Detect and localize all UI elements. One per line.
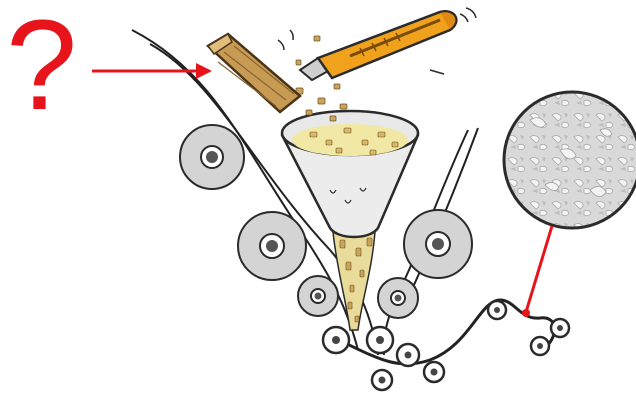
roller-icon <box>404 210 472 278</box>
roller-icon <box>397 344 419 366</box>
roller-icon <box>238 212 306 280</box>
utility-knife-icon <box>278 8 476 80</box>
roller-icon <box>180 125 244 189</box>
roller-icon <box>367 327 393 353</box>
roller-icon <box>323 327 349 353</box>
question-mark: ? <box>6 2 77 130</box>
connector-line <box>526 226 552 312</box>
magnifier-circle-icon <box>504 92 636 228</box>
roller-icon <box>298 276 338 316</box>
roller-icon <box>372 370 392 390</box>
roller-icon <box>488 301 506 319</box>
connector-dot <box>522 309 530 317</box>
roller-icon <box>551 319 569 337</box>
roller-icon <box>378 278 418 318</box>
roller-icon <box>531 337 549 355</box>
roller-icon <box>424 362 444 382</box>
wood-block-icon <box>208 34 300 112</box>
